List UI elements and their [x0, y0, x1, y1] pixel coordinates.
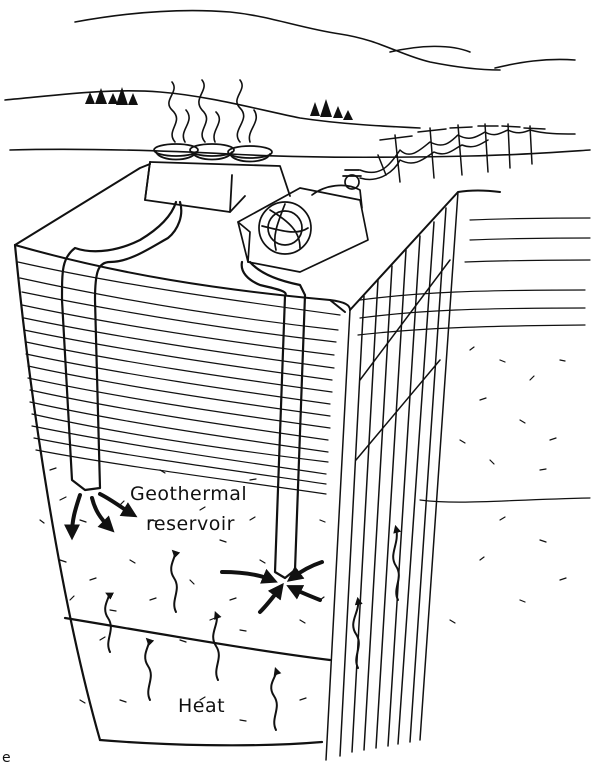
tree-cluster-left: [85, 87, 138, 105]
reservoir-texture: [39, 346, 567, 722]
label-geothermal: Geothermal: [130, 483, 247, 505]
power-lines: [359, 123, 576, 183]
edge-char: e: [2, 750, 11, 766]
label-heat: Heat: [178, 695, 225, 717]
tree-cluster-right: [310, 99, 353, 120]
production-pipe: [240, 260, 307, 580]
injection-pipe: [60, 200, 183, 492]
production-flow-arrows: [220, 560, 324, 614]
side-strata: [357, 217, 591, 503]
heat-arrows: [104, 524, 402, 731]
label-reservoir: reservoir: [146, 513, 235, 535]
injection-flow-arrows: [64, 492, 138, 541]
block-outline: [13, 243, 332, 747]
fault-face: [325, 191, 459, 761]
horizon-hills: [4, 9, 591, 159]
turbine-generator: [237, 169, 369, 273]
power-plant-building: [144, 143, 291, 213]
steam-plumes: [168, 79, 257, 143]
rock-strata: [17, 261, 341, 495]
